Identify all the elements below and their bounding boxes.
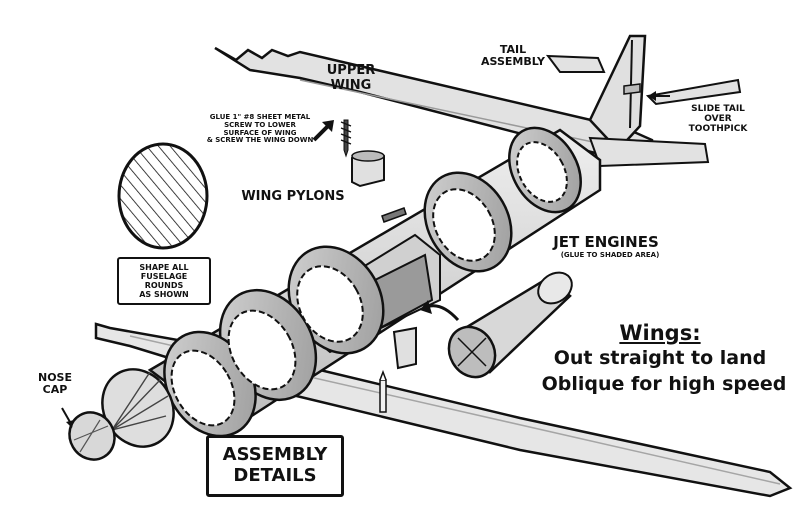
nose-cap-arrow-icon <box>61 407 74 428</box>
curved-arrow-icon <box>420 300 460 322</box>
fuselage-cross-section <box>117 142 209 250</box>
wings-line-land: Out straight to land <box>553 347 767 369</box>
upper-wing-label: UPPER WING <box>326 63 376 93</box>
fuselage-rings <box>163 126 582 438</box>
horizontal-stabilizer <box>588 136 710 168</box>
assembly-details-title: ASSEMBLY DETAILS <box>206 435 344 497</box>
pointer-arrow-icon <box>312 120 334 142</box>
tail-assembly-label: TAIL ASSEMBLY <box>481 43 545 69</box>
nose-cap-label: NOSE CAP <box>38 371 72 397</box>
nose-cap <box>68 411 116 461</box>
tail-piece-left <box>545 54 606 73</box>
slide-tail-arrow-icon <box>648 91 670 101</box>
slide-tail-label: SLIDE TAIL OVER TOOTHPICK <box>688 104 748 135</box>
jet-engine <box>447 271 573 379</box>
toothpick <box>379 369 387 413</box>
jet-engines-label: JET ENGINES <box>553 233 659 251</box>
wings-heading: Wings: <box>619 321 701 345</box>
jet-engines-note: (GLUE TO SHADED AREA) <box>560 251 660 259</box>
shape-fuselage-note: SHAPE ALL FUSELAGE ROUNDS AS SHOWN <box>117 257 211 305</box>
wing-pylon-upper <box>351 150 385 188</box>
glue-screw-note: GLUE 1" #8 SHEET METAL SCREW TO LOWER SU… <box>206 113 314 145</box>
wing-pylon-lower <box>392 326 417 370</box>
wing-pylons-label: WING PYLONS <box>241 189 345 204</box>
tail-piece-right <box>645 78 742 106</box>
screw-icon <box>340 119 352 158</box>
wings-line-speed: Oblique for high speed <box>541 373 787 395</box>
